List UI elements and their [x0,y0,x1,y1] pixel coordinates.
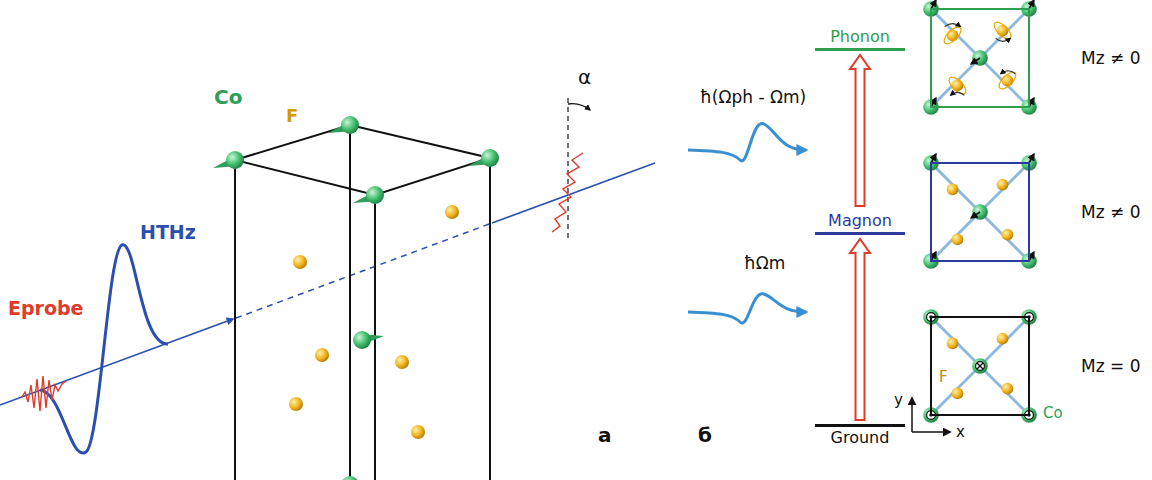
axes [911,398,913,432]
field-label: HTHz [140,222,196,244]
crystal-cell [234,160,236,480]
cobalt-atoms [353,331,384,349]
beam-line [0,163,655,405]
crystal-cell [235,125,490,480]
angle-label: α [578,66,591,89]
fluorine-atoms [445,205,459,219]
lattice-phonon [996,69,1018,91]
lattice-phonon [951,92,965,95]
cobalt-atoms [328,116,359,134]
lattice-magnon [923,154,1037,269]
cobalt-atoms [328,476,359,480]
energy-label: ħΩm [744,254,785,274]
beam-line [492,163,655,223]
transition-arrow [850,55,870,206]
lattice-phonon [1001,71,1016,74]
moment-label: Mz ≠ 0 [1080,48,1141,68]
probe-pulse [22,376,66,411]
lattice-phonon [941,24,963,46]
polarization-sketch [552,98,590,240]
polarization-sketch [568,104,590,110]
atom-label: Co [214,86,242,109]
lattice-ground [929,315,1031,417]
lattice-magnon [923,155,1037,269]
level-name: Ground [815,427,905,449]
axis-label: y [894,392,903,409]
field-label: Eprobe [8,298,84,320]
level-name: Phonon [815,26,905,48]
lattice-box: FCoMz = 0 [930,316,1030,416]
atom-label: F [938,368,949,386]
level-name: Magnon [815,210,905,232]
fluorine-atoms [395,355,409,369]
cobalt-atoms [468,149,499,167]
fluorine-atoms [289,205,459,439]
crystal-cell [489,158,491,480]
polarization-sketch [567,98,568,240]
lattice-box: Mz ≠ 0 [930,162,1030,262]
lattice-ground [976,362,985,371]
moment-label: Mz ≠ 0 [1080,202,1141,222]
atom-label: F [286,106,298,127]
energy-level: Ground [815,424,905,449]
fluorine-atoms [289,397,303,411]
fluorine-atoms [315,348,329,362]
cobalt-atoms [213,151,244,169]
axis-label: x [956,424,965,441]
cobalt-atoms [353,186,384,204]
lattice-phonon [945,24,961,27]
atom-label: Co [1042,404,1064,422]
lattice-ground [923,309,1037,423]
lattice-ground [923,309,1037,423]
panel-label: а [598,424,612,447]
thz-pulse [688,123,806,160]
transition-arrow [850,239,870,420]
lattice-ground [977,363,983,369]
lattice-phonon [945,24,1016,96]
beam-line [236,223,492,318]
crystal-cell [235,125,490,195]
lattice-magnon [931,154,1034,261]
lattice-box: Mz ≠ 0 [930,8,1030,108]
thz-pulse [40,245,168,453]
panel-label: б [698,424,712,447]
fluorine-atoms [411,425,425,439]
energy-label: ħ(Ωph - Ωm) [700,88,806,108]
crystal-cell [349,125,351,480]
lattice-phonon [946,74,968,96]
moment-label: Mz = 0 [1080,356,1141,376]
lattice-phonon [991,19,1013,41]
energy-level: Magnon [815,210,905,235]
lattice-phonon [923,1,1037,115]
energy-level: Phonon [815,26,905,51]
polarization-sketch [552,153,583,232]
cobalt-atoms [213,116,499,480]
lattice-phonon [931,0,1034,107]
lattice-phonon [996,38,1011,41]
thz-pulse [688,294,806,323]
axes [912,431,950,433]
fluorine-atoms [293,255,307,269]
lattice-ground [927,313,1034,420]
lattice-phonon [923,0,1037,115]
